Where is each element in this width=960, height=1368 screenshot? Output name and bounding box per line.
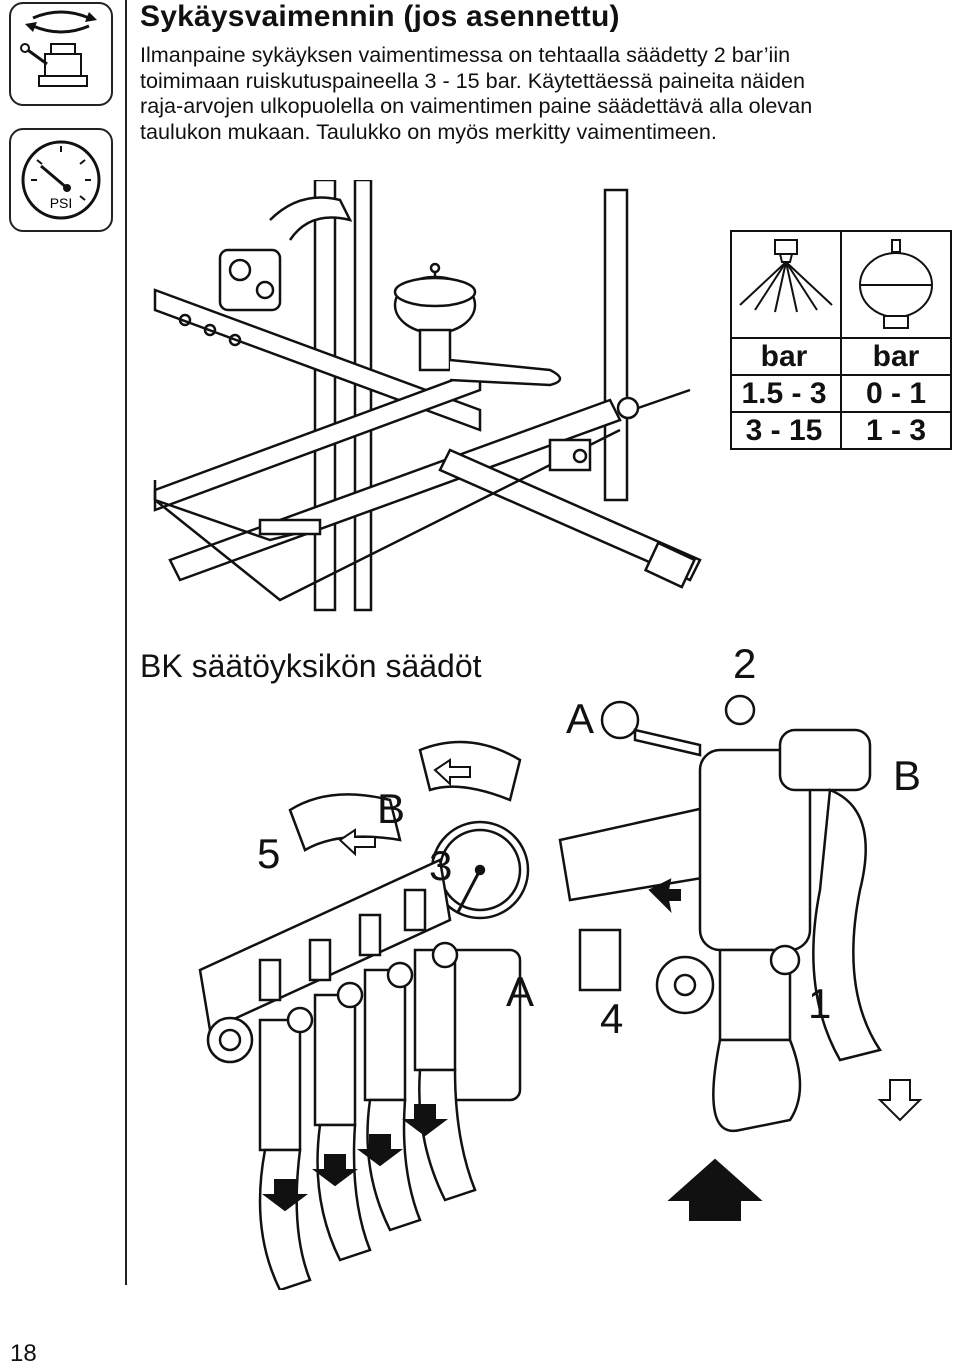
paragraph-line: raja-arvojen ulkopuolella on vaimentimen… — [140, 93, 813, 118]
pressure-gauge-icon: PSI — [9, 128, 113, 232]
callout-2: 2 — [733, 640, 757, 687]
table-header-damper: bar — [872, 340, 920, 373]
table-cell: 1.5 - 3 — [741, 377, 827, 410]
paragraph-line: toimimaan ruiskutuspaineella 3 - 15 bar.… — [140, 67, 806, 93]
table-cell: 1 - 3 — [865, 414, 927, 447]
sidebar-divider — [125, 0, 127, 1285]
adjustment-icon — [9, 2, 113, 106]
intro-paragraph: Ilmanpaine sykäyksen vaimentimessa on te… — [140, 42, 955, 144]
psi-label: PSI — [50, 195, 73, 211]
page-number: 18 — [10, 1340, 37, 1367]
bk-valve-illustration — [140, 690, 940, 1295]
table-cell: 3 - 15 — [745, 414, 823, 447]
pressure-table: bar bar 1.5 - 3 0 - 1 3 - 15 1 - 3 — [730, 230, 952, 450]
callout-B-left: B — [377, 785, 406, 832]
callout-A-mid: A — [506, 968, 535, 1015]
callout-B-right: B — [893, 752, 922, 799]
table-cell: 0 - 1 — [865, 377, 927, 410]
section-title: BK säätöyksikön säädöt — [140, 648, 482, 684]
callout-3: 3 — [429, 842, 453, 889]
callout-5: 5 — [257, 830, 281, 877]
page-title: Sykäysvaimennin (jos asennettu) — [140, 0, 620, 33]
paragraph-line: taulukon mukaan. Taulukko on myös merkit… — [140, 118, 717, 144]
sprayer-frame-illustration — [150, 178, 710, 625]
callout-A-top: A — [566, 695, 595, 742]
table-header-nozzle: bar — [760, 340, 808, 373]
callout-4: 4 — [600, 995, 624, 1042]
callout-1: 1 — [808, 980, 832, 1027]
paragraph-line: Ilmanpaine sykäyksen vaimentimessa on te… — [140, 42, 791, 67]
